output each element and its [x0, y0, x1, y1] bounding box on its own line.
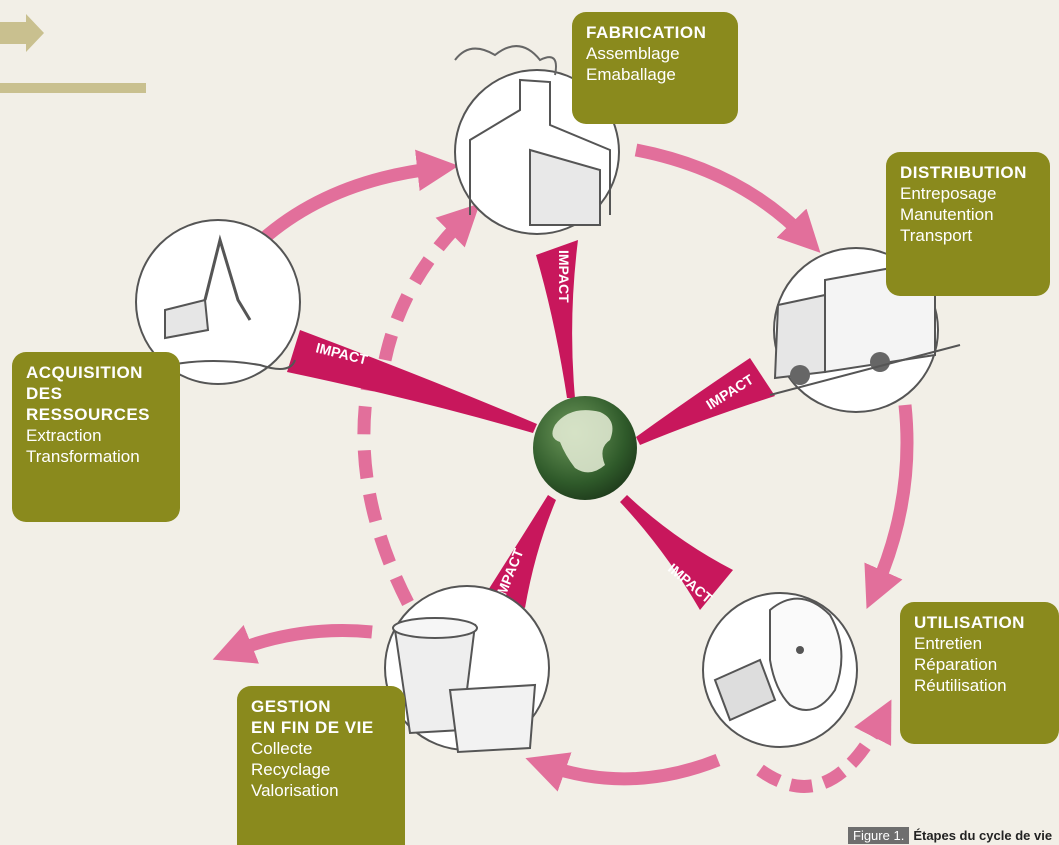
stage-item: Transformation: [26, 447, 140, 466]
impact-wedge-distribution: [636, 358, 775, 445]
header-arrow-icon: [0, 14, 44, 52]
stage-item: Emaballage: [586, 65, 676, 84]
stage-title-gestion-line-1: GESTION: [251, 697, 332, 716]
stage-title-acquisition-line-3: RESSOURCES: [26, 405, 151, 424]
caption-label: Figure 1.: [848, 827, 910, 844]
stage-item: Recyclage: [251, 760, 331, 779]
stage-item: Entreposage: [900, 184, 997, 203]
stage-item: Réutilisation: [914, 676, 1007, 695]
cycle-arrows: [212, 143, 914, 793]
stage-box-utilisation: UTILISATION Entretien Réparation Réutili…: [900, 602, 1059, 744]
impact-label-fabrication: IMPACT: [556, 250, 572, 303]
header-rule: [0, 83, 146, 93]
stage-title-utilisation: UTILISATION: [914, 613, 1025, 632]
arrow-gestion-out: [212, 624, 373, 664]
impact-wedge-acquisition: [287, 330, 537, 433]
stage-box-fabrication: FABRICATION Assemblage Emaballage: [572, 12, 738, 124]
impact-wedges: [287, 240, 775, 610]
stage-item: Valorisation: [251, 781, 339, 800]
trash-bin-icon: [384, 585, 550, 754]
impact-wedge-fabrication: [536, 240, 578, 398]
stage-item: Assemblage: [586, 44, 680, 63]
arrow-distribution-to-utilisation: [864, 404, 914, 610]
stage-item: Manutention: [900, 205, 994, 224]
arrow-utilisation-to-gestion: [525, 752, 721, 792]
stage-item: Réparation: [914, 655, 998, 674]
stage-title-distribution: DISTRIBUTION: [900, 163, 1027, 182]
arrow-acquisition-to-fabrication: [257, 149, 459, 245]
stage-item: Transport: [900, 226, 973, 245]
caption-text: Étapes du cycle de vie: [913, 828, 1053, 843]
stage-box-gestion: GESTION EN FIN DE VIE Collecte Recyclage…: [237, 686, 405, 845]
stage-box-acquisition: ACQUISITION DES RESSOURCES Extraction Tr…: [12, 352, 180, 522]
arrow-gestion-to-acquisition-dashed: [357, 363, 414, 606]
stage-item: Collecte: [251, 739, 313, 758]
arrow-fabrication-to-distribution: [634, 143, 821, 253]
impact-wedge-utilisation: [620, 495, 733, 610]
stage-title-acquisition-line-1: ACQUISITION: [26, 363, 143, 382]
stage-title-gestion-line-2: EN FIN DE VIE: [251, 718, 374, 737]
impact-wedge-gestion: [485, 495, 556, 608]
globe-icon: [533, 396, 637, 500]
stage-item: Entretien: [914, 634, 983, 653]
figure-caption: Figure 1.Étapes du cycle de vie: [848, 826, 1052, 845]
stage-box-distribution: DISTRIBUTION Entreposage Manutention Tra…: [886, 152, 1050, 296]
stage-item: Extraction: [26, 426, 102, 445]
arrow-recycle-to-fabrication-dashed: [378, 203, 480, 362]
stage-title-acquisition-line-2: DES: [26, 384, 63, 403]
arrow-utilisation-loop-dashed: [756, 699, 892, 793]
person-icon: [702, 592, 858, 748]
stage-title-fabrication: FABRICATION: [586, 23, 707, 42]
